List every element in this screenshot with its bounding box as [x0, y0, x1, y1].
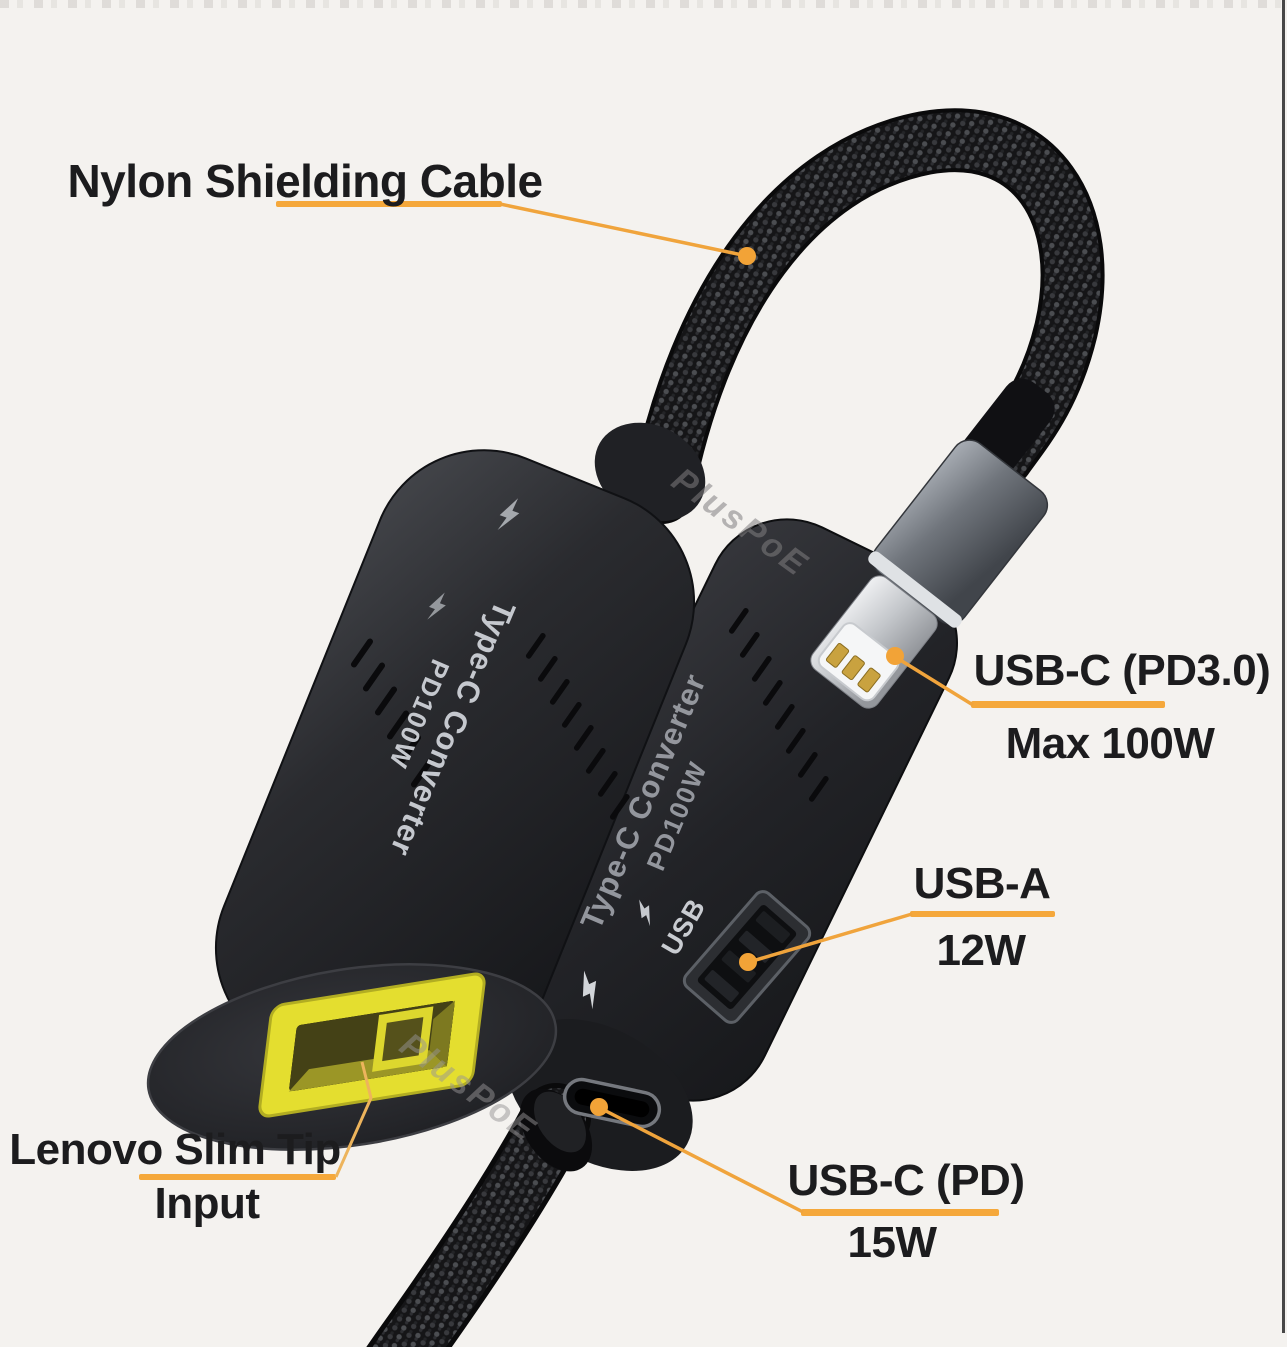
label-usb-a-power: 12W: [936, 926, 1026, 975]
usb-c-pd-dot: [590, 1098, 608, 1116]
usb-a-dot: [739, 953, 757, 971]
cable-dot: [738, 247, 756, 265]
connector-housing: [868, 439, 1049, 628]
label-usb-a-title: USB-A: [913, 859, 1051, 908]
annotation-markers: [139, 201, 1165, 1216]
nylon-cable: [630, 108, 1105, 524]
label-usb-c-pd-title: USB-C (PD): [787, 1156, 1025, 1205]
vent-slits-front: [525, 632, 630, 820]
label-nylon-cable: Nylon Shielding Cable: [67, 155, 543, 207]
label-usb-c-pd-power: 15W: [847, 1218, 937, 1267]
top-edge-artifact: [0, 0, 1287, 8]
label-usb-c-pd3-title: USB-C (PD3.0): [973, 646, 1271, 695]
usb-c-pd-port: [562, 1077, 662, 1129]
vent-slits-edge: [350, 638, 434, 788]
connector-plug: [810, 575, 938, 709]
vent-slits-rear: [728, 607, 829, 802]
usb-c-pd3-dot: [886, 647, 904, 665]
usb-c-connector: [810, 378, 1055, 709]
lenovo-slim-tip-port: [258, 972, 486, 1118]
label-lenovo-tip-title: Lenovo Slim Tip: [9, 1125, 341, 1174]
label-usb-c-pd3-power: Max 100W: [1005, 719, 1215, 768]
label-lenovo-tip-subtitle: Input: [154, 1179, 260, 1228]
right-edge-line: [1282, 0, 1285, 1333]
